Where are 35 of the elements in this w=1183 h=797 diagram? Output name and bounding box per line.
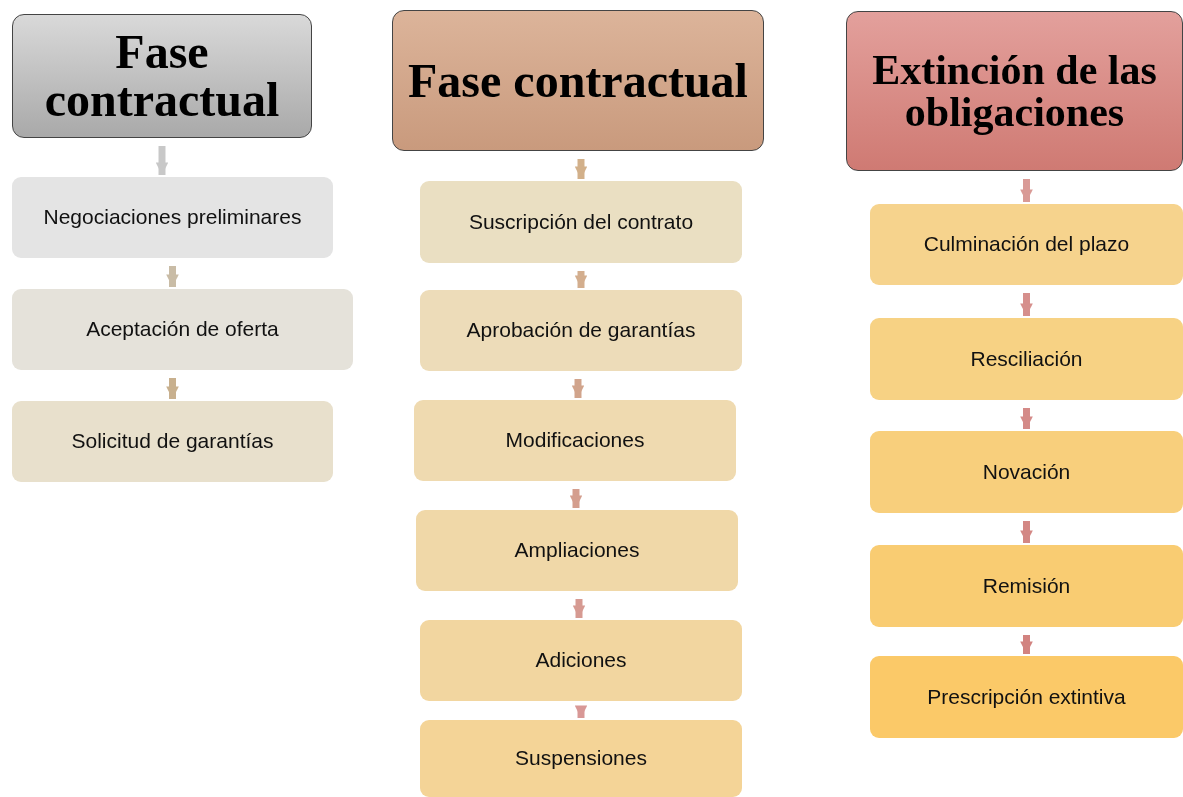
step-label: Negociaciones preliminares (43, 204, 302, 231)
step-label: Prescripción extintiva (927, 683, 1126, 710)
step-label: Remisión (982, 572, 1071, 599)
step-box (870, 431, 1183, 513)
step-label: Ampliaciones (514, 537, 640, 564)
phase-header-box (12, 14, 312, 138)
step-box (870, 656, 1183, 738)
step-box (12, 289, 353, 370)
step-box (870, 545, 1183, 627)
step-box (416, 510, 738, 591)
phase-title: Fase contractual (43, 28, 281, 124)
step-label: Novación (982, 458, 1071, 485)
step-label: Resciliación (970, 345, 1083, 372)
step-label: Aprobación de garantías (466, 317, 696, 344)
step-box (12, 401, 333, 482)
step-label: Suspensiones (515, 745, 647, 772)
step-label: Adiciones (535, 647, 627, 674)
step-box (420, 720, 742, 797)
step-box (870, 204, 1183, 285)
phase-title: Extinción de las obligaciones (871, 49, 1158, 133)
step-label: Modificaciones (505, 427, 645, 454)
step-box (414, 400, 736, 481)
step-box (870, 318, 1183, 400)
step-label: Aceptación de oferta (86, 316, 279, 343)
step-label: Culminación del plazo (923, 231, 1130, 258)
step-box (12, 177, 333, 258)
step-label: Suscripción del contrato (468, 208, 694, 235)
step-box (420, 290, 742, 371)
phase-header-box (846, 11, 1183, 171)
down-arrow (574, 705, 588, 718)
step-label: Solicitud de garantías (71, 428, 274, 455)
step-box (420, 181, 742, 263)
phase-header-box (392, 10, 764, 151)
phase-title: Fase contractual (408, 56, 748, 105)
step-box (420, 620, 742, 701)
